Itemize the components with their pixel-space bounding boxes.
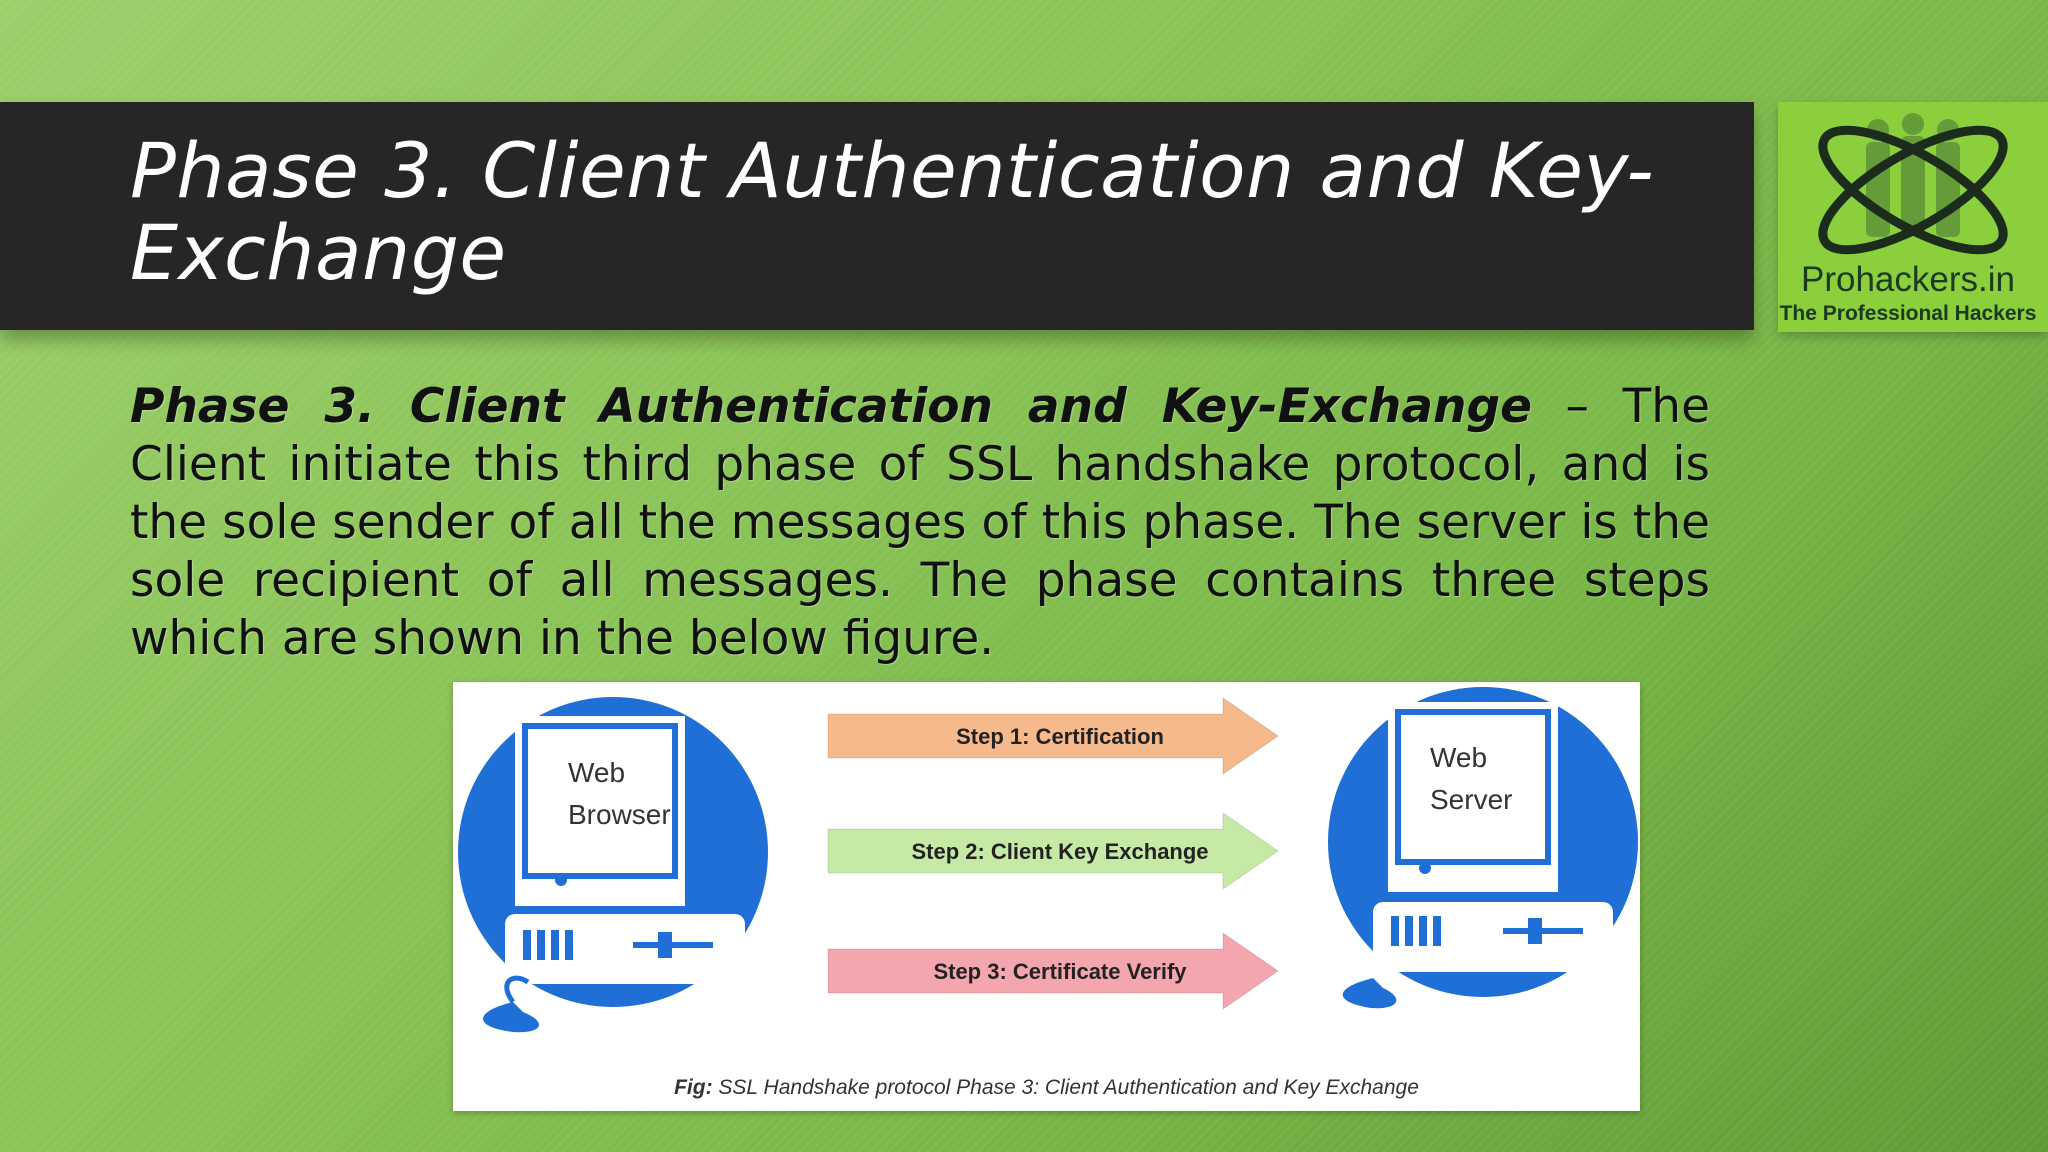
- client-label: Web Browser: [568, 752, 671, 836]
- caption-middle: SSL Handshake protocol Phase 3:: [712, 1076, 1045, 1099]
- prohackers-logo: Prohackers.in The Professional Hackers: [1778, 102, 2048, 332]
- server-label-line2: Server: [1430, 784, 1513, 815]
- logo-tagline: The Professional Hackers: [1779, 302, 2037, 325]
- logo-emblem-icon: [1818, 113, 2008, 255]
- title-bar: Phase 3. Client Authentication and Key-E…: [0, 102, 1754, 330]
- slide-title: Phase 3. Client Authentication and Key-E…: [130, 126, 1655, 297]
- step-1-label: Step 1: Certification: [956, 724, 1164, 749]
- step-3-label: Step 3: Certificate Verify: [933, 959, 1187, 984]
- client-label-line2: Browser: [568, 799, 671, 830]
- figure-graphics: [458, 687, 1638, 1033]
- server-label-line1: Web: [1430, 742, 1488, 773]
- step-arrows: [827, 697, 1279, 1010]
- web-server-computer-icon: [1328, 687, 1638, 1009]
- client-label-line1: Web: [568, 757, 626, 788]
- web-browser-computer-icon: [458, 697, 768, 1033]
- caption-prefix: Fig:: [674, 1076, 713, 1099]
- ssl-phase3-figure: Web Browser Web Server Step 1: Certifica…: [453, 682, 1640, 1111]
- logo-name: Prohackers.in: [1801, 260, 2015, 299]
- caption-bold: Client Authentication and Key Exchange: [1044, 1076, 1419, 1099]
- step-1-arrow: [827, 697, 1279, 775]
- body-paragraph: Phase 3. Client Authentication and Key-E…: [130, 378, 1710, 668]
- step-3-arrow: [827, 932, 1279, 1010]
- step-2-arrow: [827, 812, 1279, 890]
- server-label: Web Server: [1430, 737, 1512, 821]
- figure-caption: Fig: SSL Handshake protocol Phase 3: Cli…: [453, 1076, 1640, 1100]
- body-rest: – The Client initiate this third phase o…: [130, 379, 1711, 666]
- step-2-label: Step 2: Client Key Exchange: [911, 839, 1209, 864]
- body-lead: Phase 3. Client Authentication and Key-E…: [130, 379, 1533, 434]
